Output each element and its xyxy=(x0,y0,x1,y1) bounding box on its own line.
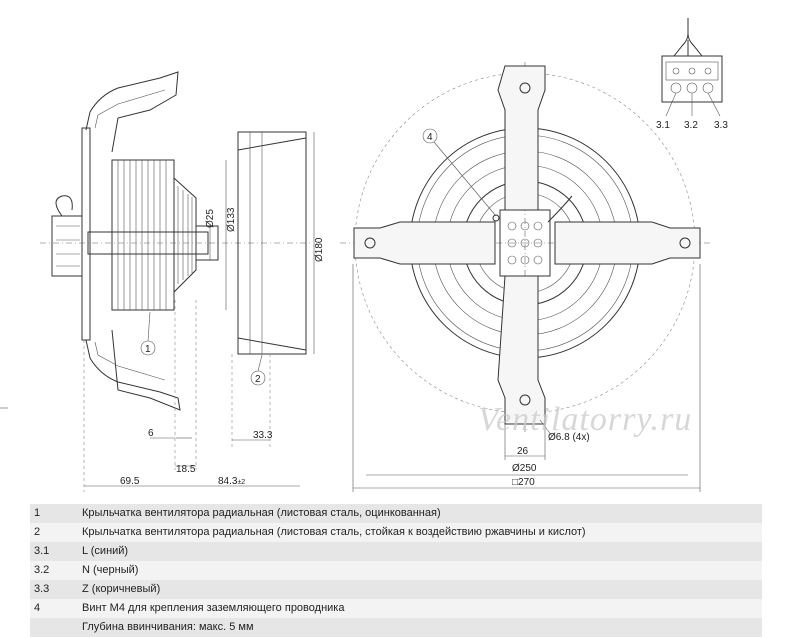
legend-row: Глубина ввинчивания: макс. 5 мм xyxy=(30,618,762,637)
callout-2: 2 xyxy=(255,374,261,385)
legend-text: Крыльчатка вентилятора радиальная (листо… xyxy=(82,507,441,519)
legend-text: N (черный) xyxy=(82,564,139,576)
dim-d180: Ø180 xyxy=(314,237,325,262)
legend-number xyxy=(30,618,82,637)
legend-row: 3.2 N (черный) xyxy=(30,561,762,580)
legend-row: 4 Винт M4 для крепления заземляющего про… xyxy=(30,599,762,618)
dim-84-3: 84.3±2 xyxy=(218,476,245,487)
legend-text: Глубина ввинчивания: макс. 5 мм xyxy=(82,621,254,633)
callout-1: 1 xyxy=(145,344,151,355)
dim-18-5: 18.5 xyxy=(176,464,196,475)
dim-d133: Ø133 xyxy=(226,207,237,232)
dim-33-3: 33.3 xyxy=(253,430,273,441)
legend-text: Z (коричневый) xyxy=(82,583,161,595)
callout-4: 4 xyxy=(427,132,433,143)
legend-number: 2 xyxy=(34,526,41,538)
legend-number: 1 xyxy=(34,507,41,519)
side-view xyxy=(40,71,312,492)
legend-row: 3.1 L (синий) xyxy=(30,542,762,561)
callout-3-1: 3.1 xyxy=(656,120,670,131)
watermark: Ventilatorry.ru xyxy=(478,401,692,438)
legend-row: 1 Крыльчатка вентилятора радиальная (лис… xyxy=(30,504,762,523)
legend-number: 3.2 xyxy=(34,564,50,576)
legend-table: 1 Крыльчатка вентилятора радиальная (лис… xyxy=(30,504,762,637)
dim-sq270: □270 xyxy=(512,477,535,488)
legend-number: 3.3 xyxy=(34,583,50,595)
front-view xyxy=(340,62,712,432)
connector-detail xyxy=(661,18,723,117)
dim-d6-8: Ø6.8 (4x) xyxy=(548,432,590,443)
dim-26: 26 xyxy=(517,446,529,457)
legend-row: 2 Крыльчатка вентилятора радиальная (лис… xyxy=(30,523,762,542)
dim-6: 6 xyxy=(148,428,154,439)
side-dimension-lines xyxy=(84,132,315,487)
callout-3-2: 3.2 xyxy=(684,120,698,131)
front-dimension-lines xyxy=(352,264,701,492)
technical-drawing: Ø25 Ø133 Ø180 6 18.5 33.3 69.5 84.3±2 1 … xyxy=(0,18,728,492)
dim-69-5: 69.5 xyxy=(120,476,140,487)
dim-d25: Ø25 xyxy=(205,209,216,228)
legend-text: Винт M4 для крепления заземляющего прово… xyxy=(82,602,345,614)
legend-text: L (синий) xyxy=(82,545,129,557)
legend-text: Крыльчатка вентилятора радиальная (листо… xyxy=(82,526,586,538)
legend-row: 3.3 Z (коричневый) xyxy=(30,580,762,599)
dim-d250: Ø250 xyxy=(512,463,537,474)
legend-number: 3.1 xyxy=(34,545,50,557)
callout-3-3: 3.3 xyxy=(714,120,728,131)
legend-number: 4 xyxy=(34,602,41,614)
